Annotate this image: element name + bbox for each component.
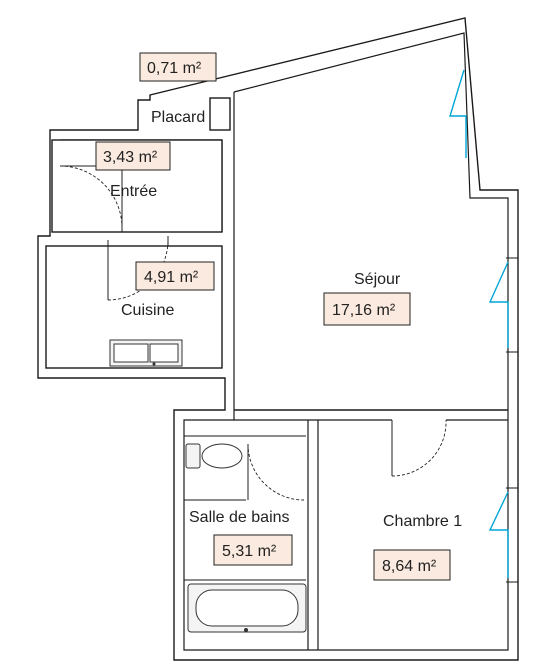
area-box-entree: 3,43 m² bbox=[95, 141, 171, 171]
window-chambre bbox=[488, 491, 509, 578]
doors bbox=[59, 165, 447, 501]
window-sejour-right bbox=[488, 261, 509, 348]
room-label-sdb: Salle de bains bbox=[189, 509, 290, 526]
area-box-placard: 0,71 m² bbox=[139, 52, 217, 82]
kitchen-sink-icon bbox=[109, 339, 183, 367]
toilet-icon bbox=[185, 443, 243, 469]
area-cuisine: 4,91 m² bbox=[144, 269, 199, 286]
window-sejour-top bbox=[449, 69, 467, 158]
room-label-sejour: Séjour bbox=[354, 271, 401, 288]
area-entree: 3,43 m² bbox=[103, 149, 158, 166]
area-sejour: 17,16 m² bbox=[332, 302, 396, 319]
bathtub-icon bbox=[187, 583, 307, 633]
area-box-chambre: 8,64 m² bbox=[373, 549, 451, 581]
area-box-sejour: 17,16 m² bbox=[323, 292, 411, 326]
room-label-cuisine: Cuisine bbox=[121, 302, 174, 319]
area-box-cuisine: 4,91 m² bbox=[135, 261, 215, 291]
area-chambre: 8,64 m² bbox=[382, 558, 437, 575]
area-placard: 0,71 m² bbox=[147, 60, 202, 77]
room-labels: Placard Entrée Cuisine Séjour Salle de b… bbox=[110, 109, 462, 530]
area-sdb: 5,31 m² bbox=[222, 543, 277, 560]
area-box-sdb: 5,31 m² bbox=[213, 534, 293, 566]
room-label-placard: Placard bbox=[151, 109, 205, 126]
room-label-entree: Entrée bbox=[110, 183, 157, 200]
windows bbox=[449, 69, 518, 583]
room-label-chambre: Chambre 1 bbox=[383, 513, 462, 530]
